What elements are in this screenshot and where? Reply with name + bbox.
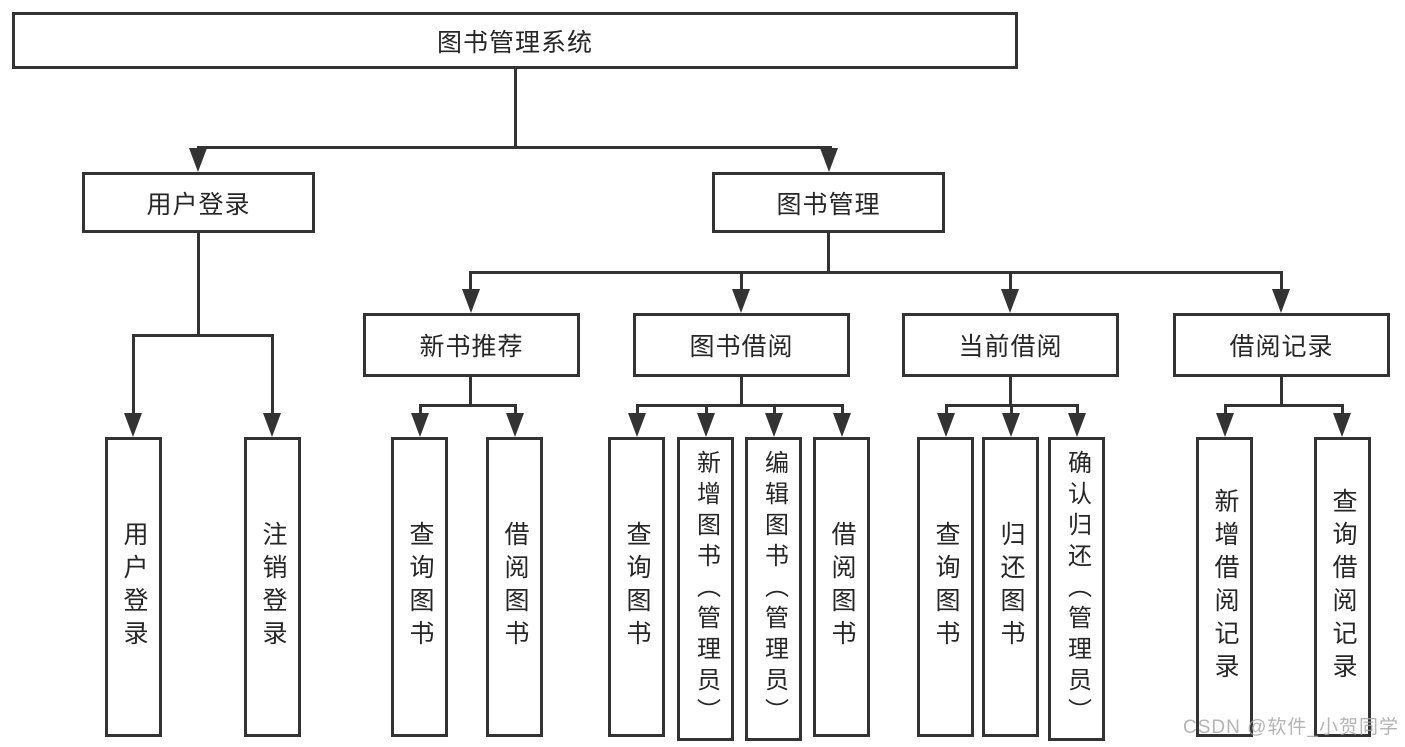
arrow-down-icon	[1001, 289, 1019, 313]
leaf-label: 新增借阅记录	[1211, 488, 1239, 686]
connector-book-mgmt-stem	[827, 231, 830, 274]
node-user-login: 用户登录	[82, 172, 315, 233]
leaf-label: 确认归还（管理员）	[1063, 449, 1091, 729]
leaf-query-books-recommend: 查询图书	[391, 437, 448, 737]
node-library-system-root: 图书管理系统	[12, 12, 1018, 69]
csdn-watermark: CSDN @软件_小贺同学	[1183, 717, 1399, 738]
connector-root-stem	[514, 69, 517, 148]
connector-arrow-shaft	[514, 404, 517, 416]
leaf-confirm-return-admin: 确认归还（管理员）	[1048, 437, 1105, 741]
connector-arrow-shaft	[841, 404, 844, 416]
node-book-borrowing: 图书借阅	[633, 313, 850, 377]
connector-bar	[1224, 404, 1343, 407]
arrow-down-icon	[1002, 413, 1020, 437]
node-label: 图书管理	[776, 190, 881, 219]
arrow-down-icon	[462, 289, 480, 313]
connector-arrow-shaft	[773, 404, 776, 416]
node-borrowing-records: 借阅记录	[1173, 313, 1390, 377]
arrow-down-icon	[732, 289, 750, 313]
connector-arrow-shaft	[740, 271, 743, 293]
leaf-add-book-admin: 新增图书（管理员）	[677, 437, 734, 741]
connector-root-bar	[197, 146, 832, 149]
connector-user-login-stem	[197, 231, 200, 336]
arrow-down-icon	[1216, 413, 1234, 437]
arrow-down-icon	[506, 413, 524, 437]
leaf-label: 归还图书	[997, 521, 1025, 653]
arrow-down-icon	[1333, 413, 1351, 437]
node-label: 图书借阅	[689, 333, 794, 361]
connector-book-mgmt-bar	[470, 271, 1283, 274]
leaf-label: 借阅图书	[828, 521, 856, 653]
arrow-down-icon	[411, 413, 429, 437]
connector-arrow-shaft	[705, 404, 708, 416]
leaf-label: 用户登录	[120, 521, 148, 653]
connector-arrow-shaft	[636, 404, 639, 416]
connector-arrow-shaft	[1009, 271, 1012, 293]
connector-stem	[1009, 375, 1012, 407]
connector-arrow-shaft	[945, 404, 948, 416]
connector-stem	[740, 375, 743, 407]
leaf-borrow-books: 借阅图书	[813, 437, 870, 737]
leaf-query-books-current: 查询图书	[917, 437, 974, 737]
arrow-down-icon	[820, 148, 838, 172]
node-label: 借阅记录	[1229, 333, 1334, 361]
connector-arrow-shaft	[469, 271, 472, 293]
leaf-label: 查询借阅记录	[1329, 488, 1357, 686]
leaf-logout: 注销登录	[244, 437, 301, 737]
leaf-borrow-books-recommend: 借阅图书	[486, 437, 543, 737]
arrow-down-icon	[937, 413, 955, 437]
node-book-management: 图书管理	[712, 172, 945, 233]
arrow-down-icon	[189, 148, 207, 172]
connector-arrow-shaft	[1224, 404, 1227, 416]
leaf-return-book: 归还图书	[982, 437, 1039, 737]
arrow-down-icon	[628, 413, 646, 437]
leaf-query-books-borrowing: 查询图书	[608, 437, 665, 737]
connector-arrow-shaft	[1280, 271, 1283, 293]
leaf-edit-book-admin: 编辑图书（管理员）	[745, 437, 802, 741]
arrow-down-icon	[697, 413, 715, 437]
arrow-down-icon	[124, 413, 142, 437]
connector-arrow-shaft	[419, 404, 422, 416]
connector-stem	[469, 375, 472, 407]
leaf-query-borrow-record: 查询借阅记录	[1314, 437, 1371, 737]
arrow-down-icon	[1068, 413, 1086, 437]
leaf-label: 新增图书（管理员）	[692, 449, 720, 729]
node-label: 用户登录	[146, 190, 251, 219]
leaf-label: 注销登录	[259, 521, 287, 653]
leaf-add-borrow-record: 新增借阅记录	[1196, 437, 1253, 737]
arrow-down-icon	[765, 413, 783, 437]
connector-arrow-shaft	[1076, 404, 1079, 416]
connector-stem	[1280, 375, 1283, 407]
arrow-down-icon	[263, 413, 281, 437]
leaf-label: 借阅图书	[501, 521, 529, 653]
node-label: 新书推荐	[419, 333, 524, 361]
leaf-user-login: 用户登录	[105, 437, 162, 737]
node-label: 图书管理系统	[436, 28, 593, 57]
leaf-label: 查询图书	[623, 521, 651, 653]
connector-arrow-shaft	[1341, 404, 1344, 416]
leaf-label: 查询图书	[406, 521, 434, 653]
leaf-label: 查询图书	[932, 521, 960, 653]
connector-arrow-shaft	[1010, 404, 1013, 416]
connector-arrow-shaft	[132, 334, 135, 415]
connector-bar	[419, 404, 517, 407]
connector-arrow-shaft	[271, 334, 274, 415]
leaf-label: 编辑图书（管理员）	[760, 449, 788, 729]
connector-user-login-bar	[132, 334, 274, 337]
arrow-down-icon	[833, 413, 851, 437]
connector-bar	[636, 404, 843, 407]
arrow-down-icon	[1272, 289, 1290, 313]
node-label: 当前借阅	[958, 333, 1063, 361]
node-current-borrowing: 当前借阅	[902, 313, 1119, 377]
node-new-book-recommend: 新书推荐	[363, 313, 580, 377]
